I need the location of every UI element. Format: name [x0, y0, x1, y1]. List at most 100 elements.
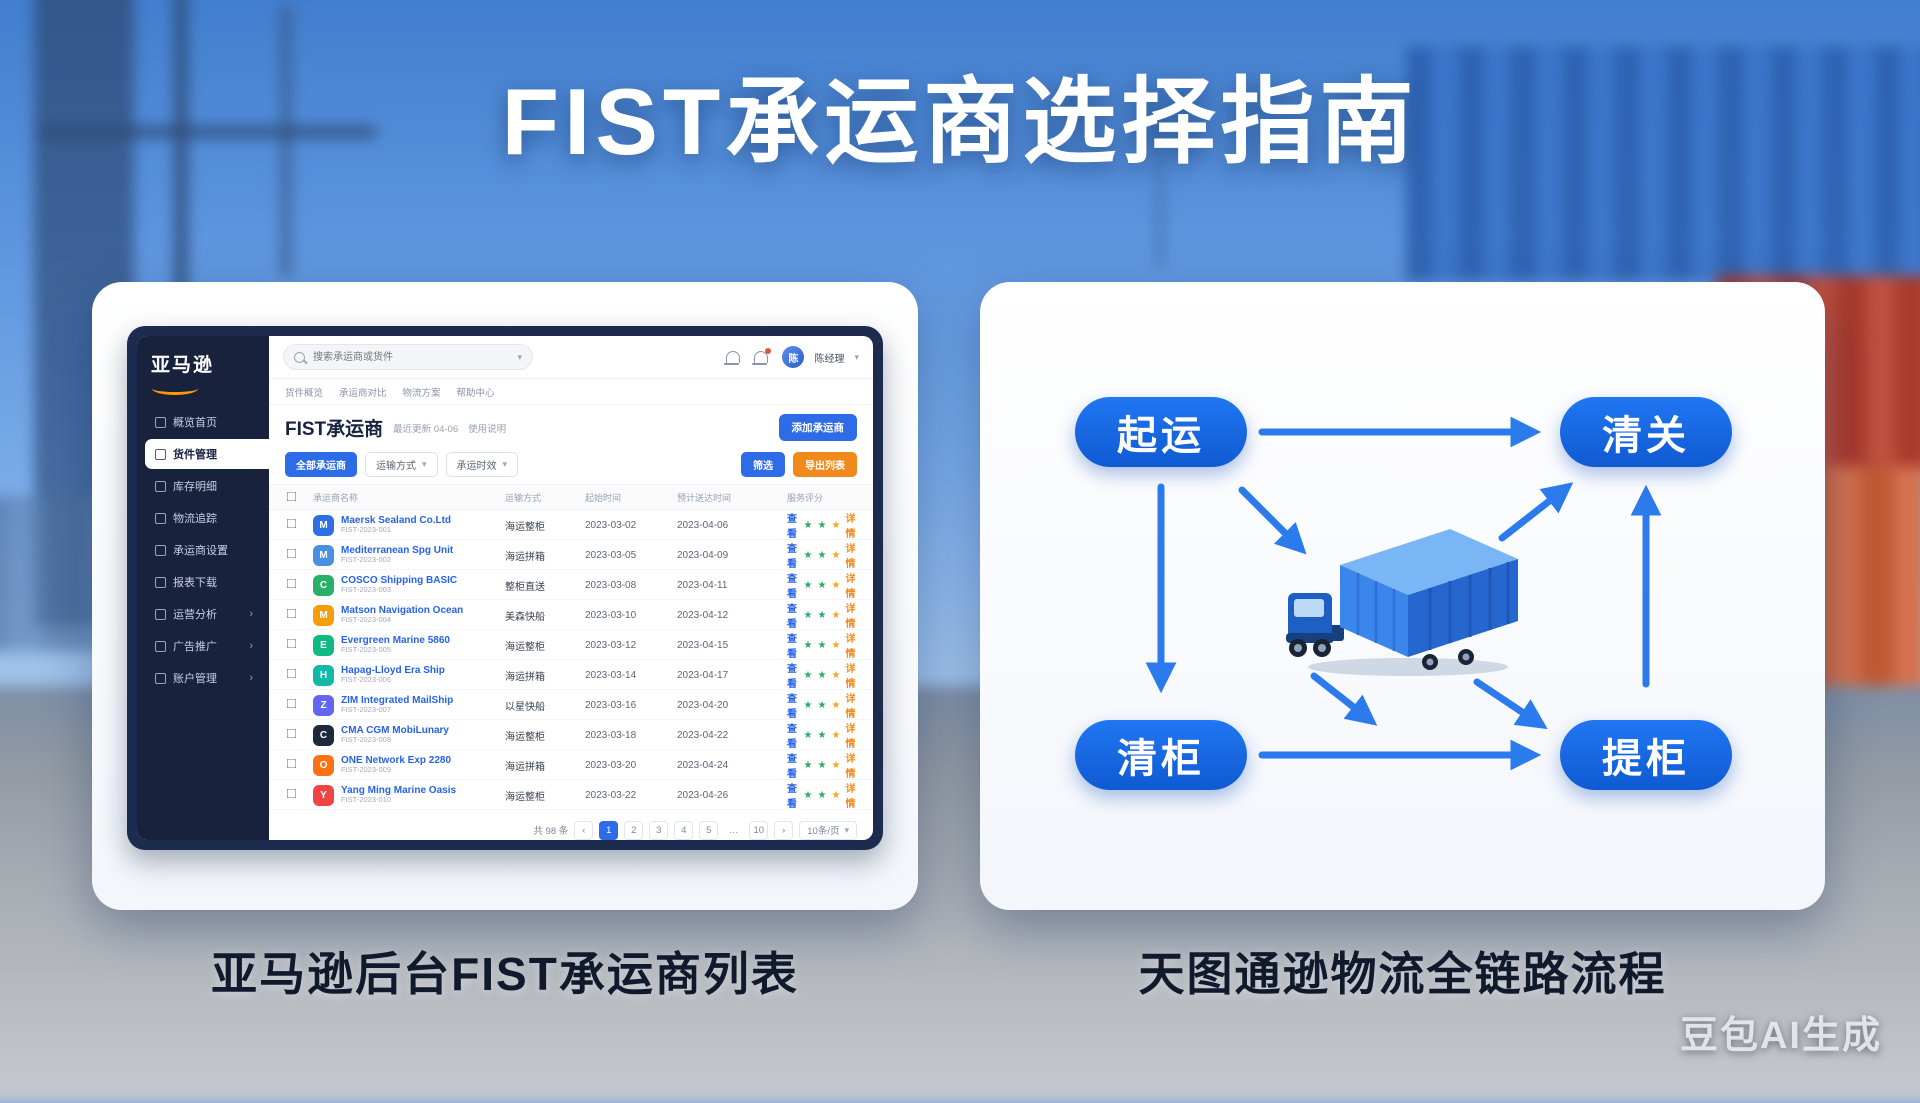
row-checkbox[interactable] [286, 518, 297, 529]
page-button[interactable]: 3 [649, 820, 669, 840]
sidebar-item-tracking[interactable]: 物流追踪 [145, 503, 269, 533]
detail-link[interactable]: 详情 [845, 574, 856, 600]
carrier-logo-icon: C [313, 574, 334, 596]
subnav-link[interactable]: 物流方案 [402, 387, 441, 399]
view-link[interactable]: 查看 [787, 604, 797, 630]
view-link[interactable]: 查看 [787, 694, 797, 720]
menu-icon [155, 512, 166, 524]
page-button[interactable]: 2 [624, 820, 644, 840]
cell-type: 以星快船 [505, 701, 545, 713]
chevron-down-icon[interactable]: ▾ [854, 351, 859, 362]
carrier-id: FIST-2023-005 [341, 645, 392, 655]
subnav-link[interactable]: 货件概览 [285, 387, 324, 399]
menu-icon [155, 416, 166, 428]
left-card-caption: 亚马逊后台FIST承运商列表 [211, 948, 799, 1000]
title-link[interactable]: 最近更新 04-06 [393, 423, 459, 435]
search-input[interactable] [311, 350, 512, 364]
row-checkbox[interactable] [286, 698, 297, 709]
menu-icon [155, 448, 166, 460]
ellipsis: … [729, 824, 739, 836]
filter-button[interactable]: 筛选 [741, 452, 785, 477]
all-carriers-chip[interactable]: 全部承运商 [285, 452, 357, 477]
sidebar-item-ads[interactable]: 广告推广› [145, 631, 269, 661]
star-icon [831, 760, 840, 771]
view-link[interactable]: 查看 [787, 664, 797, 690]
row-checkbox[interactable] [286, 578, 297, 589]
next-page-button[interactable]: › [774, 820, 794, 840]
sidebar-item-analytics[interactable]: 运营分析› [145, 599, 269, 629]
detail-link[interactable]: 详情 [845, 514, 856, 540]
star-icon [804, 640, 813, 651]
star-icon [831, 520, 840, 531]
star-icon [804, 790, 813, 801]
detail-link[interactable]: 详情 [845, 724, 856, 750]
detail-link[interactable]: 详情 [845, 604, 856, 630]
row-checkbox[interactable] [286, 668, 297, 679]
add-carrier-button[interactable]: 添加承运商 [778, 414, 857, 441]
col-header: 预计送达时间 [677, 492, 732, 503]
cell-eta: 2023-04-26 [677, 789, 729, 801]
sidebar-item-inventory[interactable]: 库存明细 [145, 471, 269, 501]
row-checkbox[interactable] [286, 728, 297, 739]
page-button[interactable]: 1 [599, 820, 619, 840]
sidebar-item-home[interactable]: 概览首页 [145, 407, 269, 437]
view-link[interactable]: 查看 [787, 574, 797, 600]
detail-link[interactable]: 详情 [845, 664, 856, 690]
subnav-link[interactable]: 帮助中心 [456, 387, 495, 399]
cell-start: 2023-03-12 [585, 639, 637, 651]
view-link[interactable]: 查看 [787, 544, 797, 570]
pagination: 共 98 条 ‹ 1 2 3 4 5 … 10 › 10条/页▾ [269, 810, 873, 840]
sidebar-item-account[interactable]: 账户管理› [145, 663, 269, 693]
cell-eta: 2023-04-11 [677, 579, 728, 591]
sub-navigation: 货件概览 承运商对比 物流方案 帮助中心 [269, 379, 873, 405]
notification-bell-icon[interactable] [724, 351, 741, 365]
detail-link[interactable]: 详情 [845, 784, 856, 810]
row-checkbox[interactable] [286, 548, 297, 559]
blue-containers [1406, 46, 1920, 281]
subnav-link[interactable]: 承运商对比 [339, 387, 387, 399]
sidebar-item-reports[interactable]: 报表下载 [145, 567, 269, 597]
detail-link[interactable]: 详情 [845, 694, 856, 720]
star-icon [831, 790, 840, 801]
view-link[interactable]: 查看 [787, 754, 797, 780]
export-button[interactable]: 导出列表 [793, 452, 857, 477]
row-checkbox[interactable] [286, 758, 297, 769]
view-link[interactable]: 查看 [787, 514, 797, 540]
select-label: 运输方式 [376, 461, 416, 472]
view-link[interactable]: 查看 [787, 724, 797, 750]
star-icon [818, 760, 827, 771]
select-all-checkbox[interactable] [286, 491, 297, 501]
detail-link[interactable]: 详情 [845, 754, 856, 780]
view-link[interactable]: 查看 [787, 784, 797, 810]
avatar[interactable]: 陈 [782, 346, 805, 368]
row-checkbox[interactable] [286, 638, 297, 649]
star-icon [818, 640, 827, 651]
menu-icon [155, 672, 166, 684]
transport-type-select[interactable]: 运输方式▾ [365, 452, 438, 477]
per-page-select[interactable]: 10条/页▾ [799, 820, 857, 840]
sidebar-item-shipments[interactable]: 货件管理 [145, 439, 269, 469]
page-button[interactable]: 5 [699, 820, 719, 840]
sidebar-item-carriers[interactable]: 承运商设置 [145, 535, 269, 565]
prev-page-button[interactable]: ‹ [574, 820, 594, 840]
carrier-logo-icon: E [313, 634, 334, 656]
page-button[interactable]: 10 [749, 820, 769, 840]
alert-bell-icon[interactable] [752, 348, 772, 365]
page-button[interactable]: 4 [674, 820, 694, 840]
flow-node-customs: 清关 [1560, 397, 1732, 467]
chevron-down-icon: ▾ [517, 351, 522, 362]
star-icon [818, 730, 827, 741]
title-link[interactable]: 使用说明 [468, 423, 507, 435]
lead-time-select[interactable]: 承运时效▾ [445, 452, 519, 477]
star-icon [804, 760, 813, 771]
row-checkbox[interactable] [286, 788, 297, 799]
detail-link[interactable]: 详情 [845, 634, 856, 660]
view-link[interactable]: 查看 [787, 634, 797, 660]
col-header: 起始时间 [585, 492, 622, 503]
row-checkbox[interactable] [286, 608, 297, 619]
carrier-id: FIST-2023-004 [341, 615, 392, 625]
search-box[interactable]: ▾ [283, 344, 533, 370]
cell-start: 2023-03-22 [585, 789, 637, 801]
detail-link[interactable]: 详情 [845, 544, 856, 570]
carrier-logo-icon: M [313, 514, 334, 536]
